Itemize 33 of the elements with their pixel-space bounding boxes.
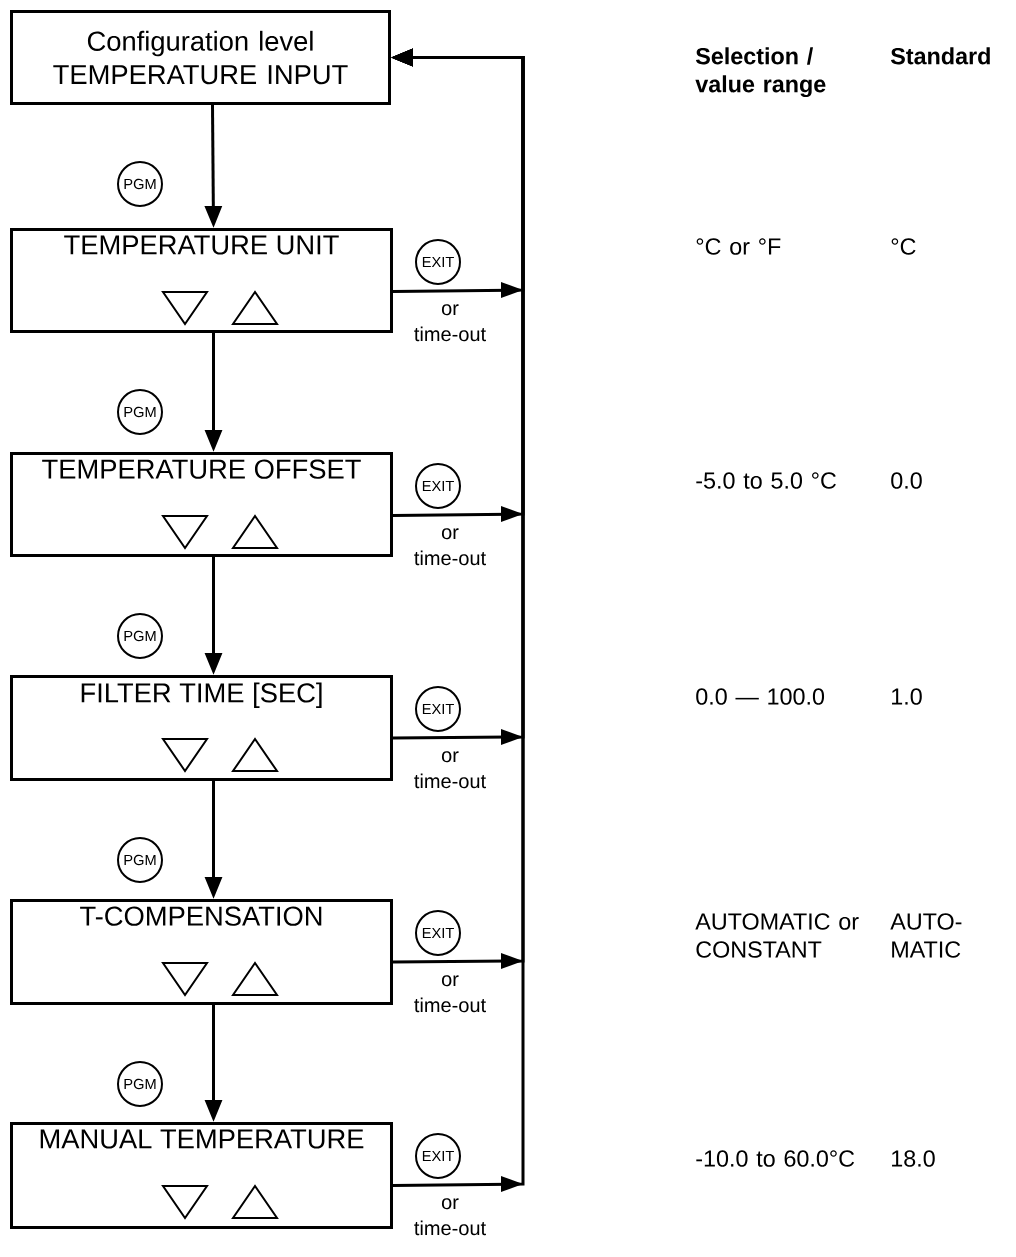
process-box: TEMPERATURE OFFSET: [10, 452, 393, 557]
process-box: FILTER TIME [SEC]: [10, 675, 393, 781]
edge-label: EXIT: [415, 686, 461, 732]
process-box: MANUAL TEMPERATURE: [10, 1122, 393, 1229]
timeout-note: or time-out: [414, 751, 486, 789]
range-text: -5.0 to 5.0 °C: [696, 472, 836, 489]
timeout-note: or time-out: [414, 975, 486, 1013]
default-text: 1.0: [892, 688, 922, 705]
process-box: Configuration level TEMPERATURE INPUT: [10, 10, 391, 105]
edge-label: EXIT: [415, 463, 461, 509]
column-heading: Selection / value range: [695, 47, 826, 98]
process-box: TEMPERATURE UNIT: [10, 228, 393, 333]
timeout-note: or time-out: [414, 304, 486, 342]
column-heading: Standard: [890, 47, 990, 65]
edge-label: PGM: [117, 161, 163, 207]
edge-label: PGM: [117, 613, 163, 659]
default-text: 18.0: [892, 1150, 935, 1167]
edge-label: EXIT: [415, 239, 461, 285]
edge-label: PGM: [117, 1061, 163, 1107]
default-text: AUTO- MATIC: [890, 913, 962, 958]
default-text: 0.0: [891, 472, 922, 489]
edge-label: EXIT: [415, 1133, 461, 1179]
edge-label: EXIT: [415, 910, 461, 956]
process-box: T-COMPENSATION: [10, 899, 393, 1005]
range-text: °C or °F: [696, 238, 781, 255]
timeout-note: or time-out: [414, 528, 486, 566]
edge-label: PGM: [117, 837, 163, 883]
range-text: -10.0 to 60.0°C: [696, 1150, 855, 1167]
timeout-note: or time-out: [414, 1198, 486, 1236]
range-text: 0.0 — 100.0: [696, 688, 825, 705]
edge-label: PGM: [117, 389, 163, 435]
range-text: AUTOMATIC or CONSTANT: [695, 913, 859, 958]
default-text: °C: [891, 238, 916, 255]
